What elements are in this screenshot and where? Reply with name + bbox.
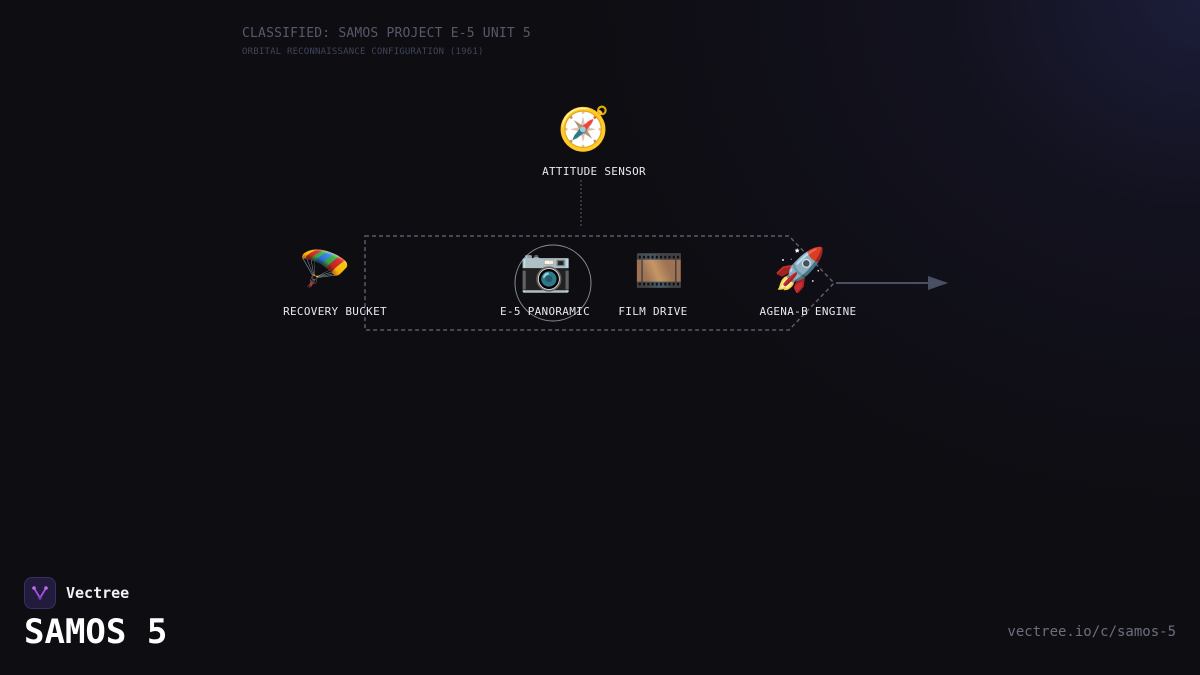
node-attitude-sensor[interactable]: 🧭 ATTITUDE SENSOR xyxy=(542,104,646,178)
camera-focus-ring xyxy=(514,244,592,322)
node-agena-b-engine[interactable]: 🚀 AGENA-B ENGINE xyxy=(760,245,857,318)
configuration-subtitle: ORBITAL RECONNAISSANCE CONFIGURATION (19… xyxy=(242,47,484,57)
e5-panoramic-label: E-5 PANORAMIC xyxy=(500,305,590,318)
rocket-icon: 🚀 xyxy=(774,245,826,294)
brand-name: Vectree xyxy=(66,584,130,602)
node-film-drive[interactable]: 🎞️ FILM DRIVE xyxy=(618,248,687,318)
node-recovery-bucket[interactable]: 🪂 RECOVERY BUCKET xyxy=(283,245,387,318)
attitude-sensor-label: ATTITUDE SENSOR xyxy=(542,165,646,178)
recovery-bucket-label: RECOVERY BUCKET xyxy=(283,305,387,318)
agena-b-engine-label: AGENA-B ENGINE xyxy=(760,305,857,318)
parachute-icon: 🪂 xyxy=(299,245,351,294)
classified-title: CLASSIFIED: SAMOS PROJECT E-5 UNIT 5 xyxy=(242,26,531,41)
film-drive-label: FILM DRIVE xyxy=(618,305,687,318)
page-title: SAMOS 5 xyxy=(24,612,168,652)
brand[interactable]: Vectree xyxy=(24,577,129,609)
spacecraft-body-outline xyxy=(364,235,836,331)
vectree-logo-icon xyxy=(24,577,56,609)
compass-icon: 🧭 xyxy=(558,104,610,153)
diagram-header: CLASSIFIED: SAMOS PROJECT E-5 UNIT 5 ORB… xyxy=(242,26,531,57)
film-frames-icon: 🎞️ xyxy=(634,248,684,294)
camera-icon: 📷 xyxy=(520,245,572,294)
source-url[interactable]: vectree.io/c/samos-5 xyxy=(1007,624,1176,640)
node-e5-panoramic[interactable]: 📷 E-5 PANORAMIC xyxy=(500,245,590,318)
